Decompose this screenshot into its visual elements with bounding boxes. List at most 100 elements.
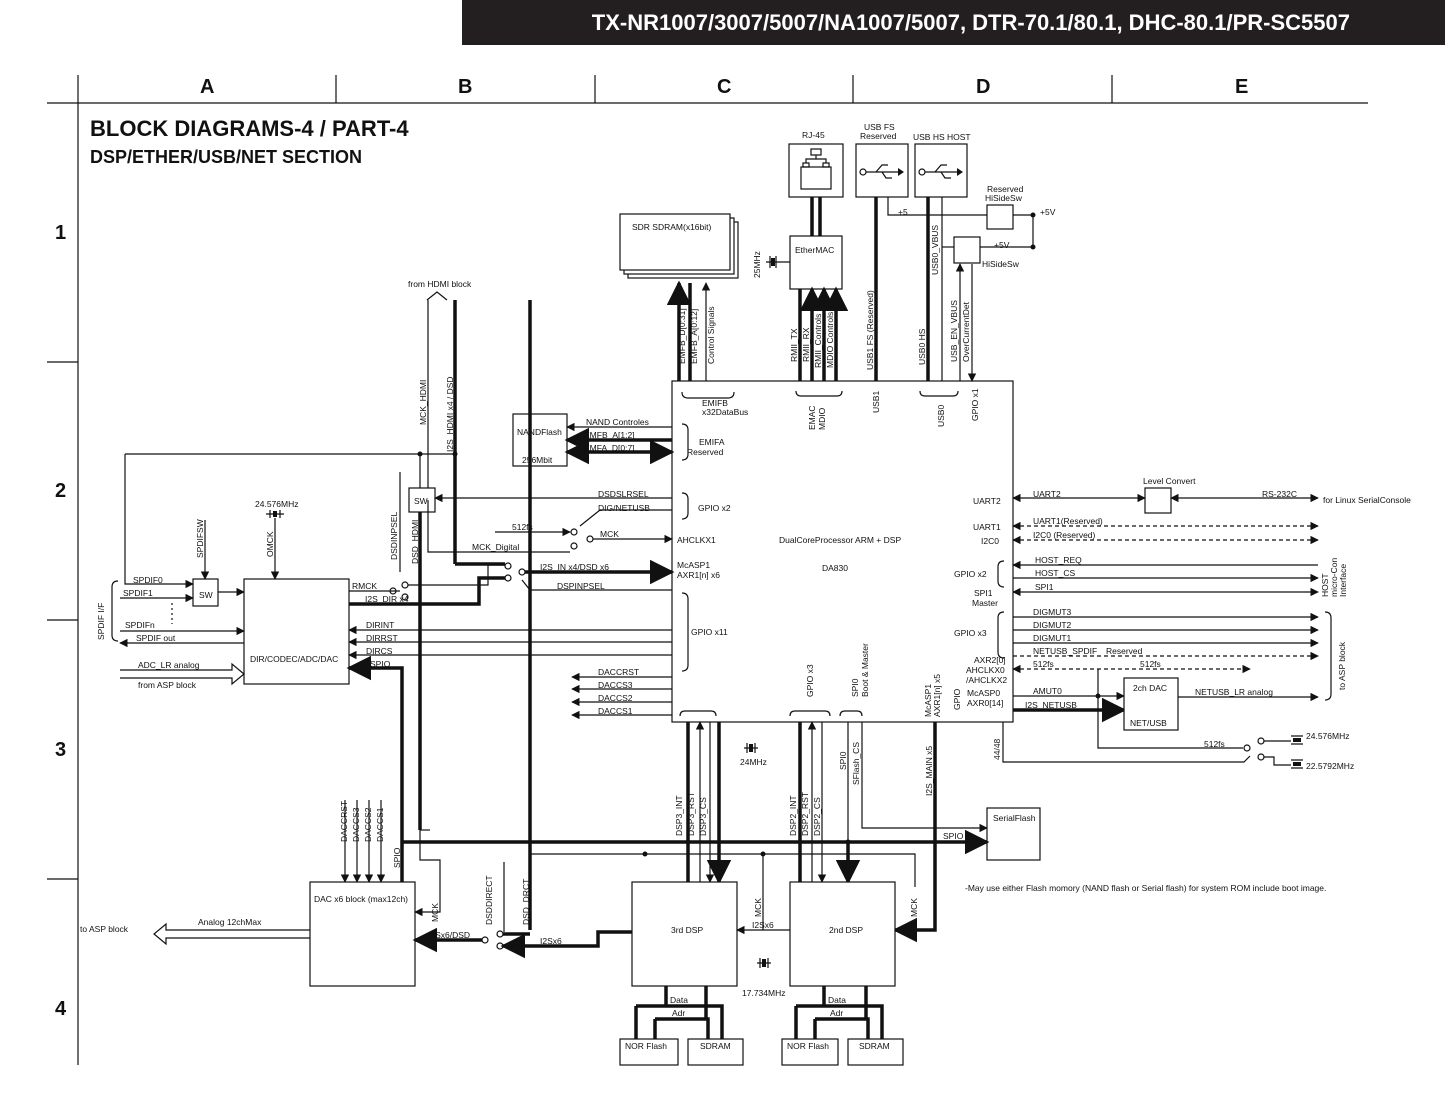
hisidesw-reserved-label: Reserved [987, 184, 1024, 194]
switch-clk-a [1243, 744, 1251, 752]
label-usb0-vbus: USB0_VBUS [930, 225, 940, 275]
label-rmii-tx: RMII_TX [789, 328, 799, 362]
hisidesw-block [953, 236, 981, 264]
dac2ch-label: 2ch DAC [1133, 683, 1167, 693]
label-dspinpsel: DSPINPSEL [557, 581, 605, 591]
bracket-gpio11 [681, 592, 689, 672]
label-i2s-netusb: I2S_NETUSB [1025, 700, 1077, 710]
label-xtal-24576b: 24.576MHz [1306, 731, 1349, 741]
sdram-2-label: SDRAM [859, 1041, 890, 1051]
label-interface: Interface [1338, 564, 1348, 597]
label-rs232c: RS-232C [1262, 489, 1297, 499]
dsp2-label: 2nd DSP [829, 925, 863, 935]
label-mck-digital: MCK_Digital [472, 542, 519, 552]
level-convert-label: Level Convert [1143, 476, 1196, 486]
hisidesw-reserved-block [986, 204, 1014, 230]
label-dsd-drct: DSD_DRCT [521, 879, 531, 925]
label-emfb-a: EMFB_A[0:12] [689, 309, 699, 364]
cpu-name: DualCoreProcessor ARM + DSP [779, 535, 901, 545]
hisidesw-reserved-label-2: HiSideSw [985, 193, 1023, 203]
arrow-analog [153, 922, 310, 946]
crystal-24576a-icon [266, 510, 284, 518]
bracket-spi0 [839, 710, 863, 717]
crystal-24mhz-icon [744, 743, 758, 753]
row-label-1: 1 [55, 222, 66, 244]
label-512fs-b: 512fs [1033, 659, 1054, 669]
label-usb1: USB1 [871, 391, 881, 413]
switch-dac-c [496, 942, 504, 950]
label-dsp3-cs: DSP3_CS [698, 797, 708, 836]
crystal-17734-icon [757, 958, 771, 968]
label-from-asp: from ASP block [138, 680, 197, 690]
usb-fs-reserved: Reserved [860, 131, 897, 141]
label-uart2-sig: UART2 [1033, 489, 1061, 499]
wire-sflash-cs [861, 722, 988, 833]
bracket-gpio2 [681, 492, 689, 520]
label-emfa-d07: EMFA_D[0:7] [584, 443, 635, 453]
bus-data-2 [794, 986, 884, 1039]
sdram-2-block [847, 1038, 904, 1066]
arrow-adc-lr [120, 662, 245, 686]
bus-i2sx6-a [500, 930, 632, 959]
label-spi0-b: SPI0 [838, 751, 848, 770]
label-gpio-x11: GPIO x11 [691, 627, 728, 637]
label-sflash-cs: SFlash_CS [851, 742, 861, 785]
label-daccrst-v: DACCRST [339, 801, 349, 842]
crystal-25mhz-icon [766, 256, 790, 268]
label-uart1-res: UART1(Reserved) [1033, 516, 1103, 526]
label-dsddirect: DSDDIRECT [484, 875, 494, 925]
label-dsp3-int: DSP3_INT [674, 795, 684, 836]
label-data-2: Data [828, 995, 846, 1005]
label-spi0-boot: Boot & Master [860, 643, 870, 697]
label-analog12: Analog 12chMax [198, 917, 262, 927]
node-5v-b [1030, 244, 1036, 250]
wire-mck-digital [427, 500, 570, 553]
label-amut0: AMUT0 [1033, 686, 1062, 696]
usb-fs-label: USB FS [864, 122, 895, 132]
bus-i2s-dir [349, 576, 505, 606]
cpu-block [671, 380, 1014, 723]
wire-4448 [1002, 722, 1251, 763]
label-dirrst: DIRRST [366, 633, 398, 643]
label-xtal-22579: 22.5792MHz [1306, 761, 1354, 771]
dac6-block [309, 881, 416, 987]
label-host: HOST [1320, 573, 1330, 597]
label-emifa-2: Reserved [687, 447, 724, 457]
sdram-1-block [687, 1038, 744, 1066]
dsp2-block [789, 881, 896, 987]
bracket-dsp3 [679, 710, 717, 717]
bracket-emac [795, 390, 843, 397]
label-daccs3-v: DACCS3 [351, 807, 361, 842]
label-rmii-ctrl: RMII_Controls [813, 314, 823, 368]
label-gpio-x1: GPIO x1 [970, 388, 980, 421]
label-xtal-24: 24MHz [740, 757, 767, 767]
label-gpio-x2-r: GPIO x2 [954, 569, 987, 579]
bus-i2s-main [892, 722, 937, 943]
label-host-req: HOST_REQ [1035, 555, 1082, 565]
label-daccrst: DACCRST [598, 667, 639, 677]
switch-i2s-a [504, 562, 512, 570]
label-micro-con: micro-Con [1329, 558, 1339, 597]
label-emfb-a12: EMFB_A[1:2] [584, 430, 635, 440]
label-gpio-x2: GPIO x2 [698, 503, 731, 513]
label-digmut1: DIGMUT1 [1033, 633, 1072, 643]
cpu-part: DA830 [822, 563, 848, 573]
label-linux-console: for Linux SerialConsole [1323, 495, 1411, 505]
switch-i2s-c [518, 568, 526, 576]
label-mck-c: MCK [909, 898, 919, 917]
bracket-emifa [681, 423, 689, 461]
label-spio-b: SPIO [943, 831, 964, 841]
label-netusb-spdif: NETUSB_SPDIF [1033, 646, 1097, 656]
wire-dignetusb [579, 509, 672, 527]
label-spi1: SPI1 [974, 588, 993, 598]
label-512fs-d: 512fs [1204, 739, 1225, 749]
switch-mck-a [570, 528, 578, 536]
switch-i2s-b [504, 574, 512, 582]
label-dignetusb: DIG/NETUSB [598, 503, 650, 513]
sw-top-label: SW [414, 496, 428, 506]
label-p5: +5 [898, 207, 908, 217]
label-4448: 44/48 [992, 738, 1002, 760]
page-title: BLOCK DIAGRAMS-4 / PART-4 [90, 116, 409, 141]
bus-adr-1 [653, 986, 710, 1039]
